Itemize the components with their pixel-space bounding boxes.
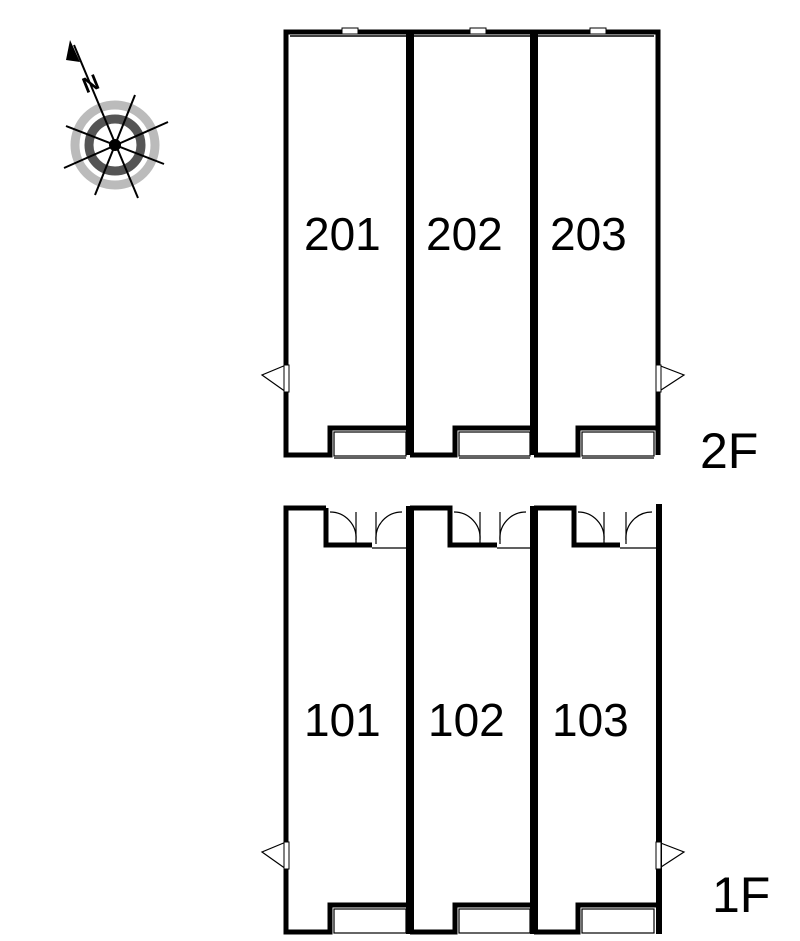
door-swing-icon <box>453 511 481 541</box>
compass-north-letter: N <box>79 69 103 98</box>
door-swing-icon <box>260 364 287 393</box>
door-swing-icon <box>329 511 357 541</box>
door-swing-icon <box>625 511 653 541</box>
unit-202: 202 <box>426 208 503 260</box>
door-swing-icon <box>375 511 403 541</box>
partition-wall <box>530 506 538 934</box>
door-swing-icon <box>657 364 686 393</box>
unit-203: 203 <box>550 208 627 260</box>
floor-2f: 201 202 203 2F <box>260 27 758 479</box>
floor-1f: 101 102 103 1F <box>260 504 770 935</box>
door-swing-icon <box>260 841 287 870</box>
unit-102: 102 <box>428 694 505 746</box>
unit-201: 201 <box>304 208 381 260</box>
partition-wall <box>406 506 414 934</box>
floor-label-2f: 2F <box>700 423 758 479</box>
door-swing-icon <box>499 511 527 541</box>
floor-label-1f: 1F <box>712 867 770 923</box>
partition-wall <box>406 32 414 455</box>
north-arrow-compass-icon: N <box>63 40 169 199</box>
unit-101: 101 <box>304 694 381 746</box>
unit-103: 103 <box>552 694 629 746</box>
door-swing-icon <box>577 511 605 541</box>
door-swing-icon <box>657 841 686 870</box>
partition-wall <box>530 32 538 455</box>
